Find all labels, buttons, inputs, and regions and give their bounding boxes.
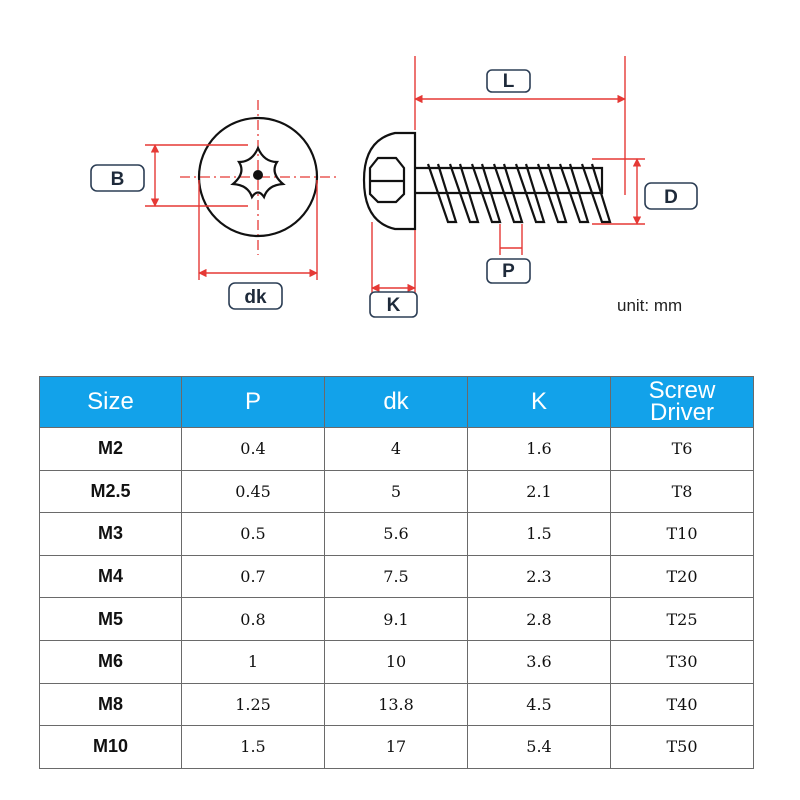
cell-p: 0.8 xyxy=(181,597,325,641)
thread-crest xyxy=(558,163,590,224)
svg-text:dk: dk xyxy=(244,287,267,308)
thread-crest xyxy=(426,163,458,224)
header-dk: dk xyxy=(324,376,468,428)
unit-note: unit: mm xyxy=(617,296,682,315)
table-row: M2.5 0.45 5 2.1 T8 xyxy=(39,469,754,514)
cell-driver: T25 xyxy=(610,597,754,641)
cell-size: M4 xyxy=(39,554,182,599)
table-row: M4 0.7 7.5 2.3 T20 xyxy=(39,554,754,599)
cell-p: 1.5 xyxy=(181,725,325,769)
table-row: M10 1.5 17 5.4 T50 xyxy=(39,725,754,769)
header-screw-driver: Screw Driver xyxy=(610,376,754,428)
cell-k: 5.4 xyxy=(467,725,611,769)
svg-text:D: D xyxy=(664,187,678,208)
cell-p: 0.45 xyxy=(181,469,325,514)
screw-head-top-view xyxy=(145,100,338,280)
thread-crest xyxy=(448,163,480,224)
cell-size: M3 xyxy=(39,512,182,556)
header-k: K xyxy=(467,376,611,428)
cell-p: 1 xyxy=(181,639,325,684)
label-dk: dk xyxy=(228,282,283,310)
screw-side-view xyxy=(362,56,645,296)
cell-k: 2.8 xyxy=(467,597,611,641)
cell-size: M2 xyxy=(39,427,182,471)
header-size: Size xyxy=(39,376,182,428)
cell-dk: 4 xyxy=(324,427,468,471)
label-b: B xyxy=(90,164,145,192)
cell-p: 0.5 xyxy=(181,512,325,556)
svg-text:B: B xyxy=(111,169,125,190)
cell-dk: 7.5 xyxy=(324,554,468,599)
svg-text:L: L xyxy=(503,71,515,92)
cell-dk: 5.6 xyxy=(324,512,468,556)
cell-dk: 13.8 xyxy=(324,682,468,727)
label-k: K xyxy=(369,291,418,318)
thread-crest xyxy=(580,163,612,224)
cell-driver: T8 xyxy=(610,469,754,514)
cell-size: M5 xyxy=(39,597,182,641)
cell-dk: 9.1 xyxy=(324,597,468,641)
table-row: M2 0.4 4 1.6 T6 xyxy=(39,427,754,471)
thread-crest xyxy=(514,163,546,224)
table-row: M8 1.25 13.8 4.5 T40 xyxy=(39,682,754,727)
svg-text:K: K xyxy=(387,295,401,316)
cell-p: 1.25 xyxy=(181,682,325,727)
cell-dk: 17 xyxy=(324,725,468,769)
label-d: D xyxy=(644,182,698,210)
table-row: M5 0.8 9.1 2.8 T25 xyxy=(39,597,754,641)
cell-driver: T6 xyxy=(610,427,754,471)
table-header-row: Size P dk K Screw Driver xyxy=(39,376,754,428)
screw-dimension-diagram: B dk L D xyxy=(90,56,698,318)
cell-k: 3.6 xyxy=(467,639,611,684)
cell-p: 0.4 xyxy=(181,427,325,471)
thread-crest xyxy=(470,163,502,224)
cell-k: 2.3 xyxy=(467,554,611,599)
cell-dk: 10 xyxy=(324,639,468,684)
table-row: M3 0.5 5.6 1.5 T10 xyxy=(39,512,754,556)
cell-k: 2.1 xyxy=(467,469,611,514)
header-p: P xyxy=(181,376,325,428)
svg-text:P: P xyxy=(502,261,515,282)
cell-dk: 5 xyxy=(324,469,468,514)
cell-driver: T20 xyxy=(610,554,754,599)
cell-size: M10 xyxy=(39,725,182,769)
cell-driver: T50 xyxy=(610,725,754,769)
cell-size: M2.5 xyxy=(39,469,182,514)
cell-driver: T40 xyxy=(610,682,754,727)
cell-size: M6 xyxy=(39,639,182,684)
cell-driver: T10 xyxy=(610,512,754,556)
label-p: P xyxy=(486,258,531,284)
cell-size: M8 xyxy=(39,682,182,727)
table-row: M6 1 10 3.6 T30 xyxy=(39,639,754,684)
label-l: L xyxy=(486,69,531,93)
center-pin-icon xyxy=(253,170,263,180)
cell-k: 1.6 xyxy=(467,427,611,471)
cell-driver: T30 xyxy=(610,639,754,684)
cell-p: 0.7 xyxy=(181,554,325,599)
thread-crest xyxy=(492,163,524,224)
cell-k: 1.5 xyxy=(467,512,611,556)
cell-k: 4.5 xyxy=(467,682,611,727)
thread-crest xyxy=(536,163,568,224)
torx-recess-icon xyxy=(230,145,286,200)
size-spec-table: Size P dk K Screw Driver M2 0.4 4 1.6 T6… xyxy=(39,376,754,769)
